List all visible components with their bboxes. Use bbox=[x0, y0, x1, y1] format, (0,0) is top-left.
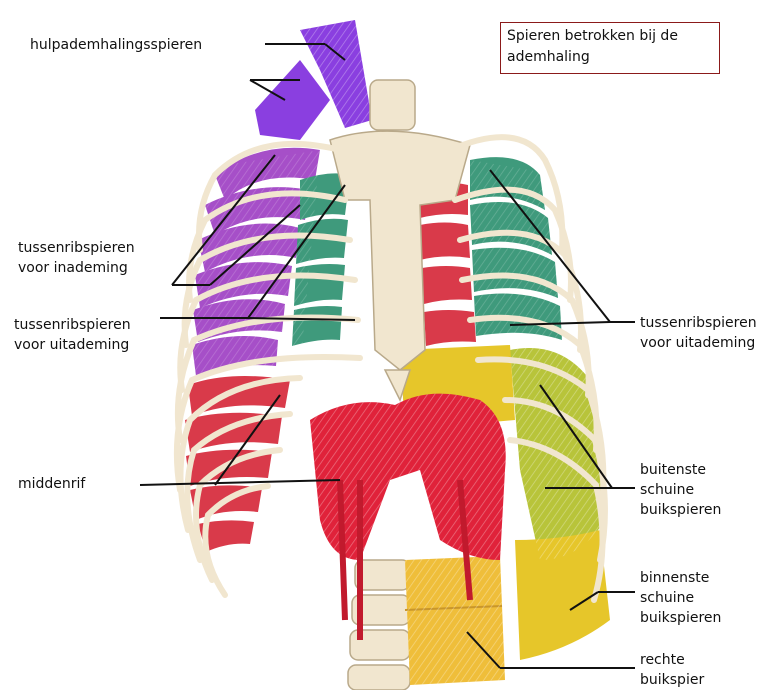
label-line: buikspier bbox=[640, 670, 704, 690]
label-rechte-buikspier: rechte buikspier bbox=[640, 650, 704, 690]
label-hulpademhalingsspieren-text: hulpademhalingsspieren bbox=[30, 35, 202, 55]
label-line: voor uitademing bbox=[640, 333, 757, 353]
label-line: buikspieren bbox=[640, 608, 721, 628]
label-line: voor inademing bbox=[18, 258, 135, 278]
label-middenrif-text: middenrif bbox=[18, 474, 85, 494]
label-line: schuine bbox=[640, 480, 721, 500]
title-line-1: Spieren betrokken bij de bbox=[507, 28, 678, 44]
label-line: tussenribspieren bbox=[18, 238, 135, 258]
label-line: buitenste bbox=[640, 460, 721, 480]
label-tussenrib-inademing: tussenribspieren voor inademing bbox=[18, 238, 135, 278]
label-line: voor uitademing bbox=[14, 335, 131, 355]
diagram-title: Spieren betrokken bij de ademhaling bbox=[500, 22, 720, 74]
label-line: rechte bbox=[640, 650, 704, 670]
label-binnenste-schuine-buikspieren: binnenste schuine buikspieren bbox=[640, 568, 721, 628]
label-line: buikspieren bbox=[640, 500, 721, 520]
label-tussenrib-uitademing-right: tussenribspieren voor uitademing bbox=[640, 313, 757, 353]
label-middenrif: middenrif bbox=[18, 474, 85, 494]
label-hulpademhalingsspieren: hulpademhalingsspieren bbox=[30, 35, 202, 55]
label-line: binnenste bbox=[640, 568, 721, 588]
label-tussenrib-uitademing-left: tussenribspieren voor uitademing bbox=[14, 315, 131, 355]
label-buitenste-schuine-buikspieren: buitenste schuine buikspieren bbox=[640, 460, 721, 520]
title-line-2: ademhaling bbox=[507, 49, 590, 65]
label-line: schuine bbox=[640, 588, 721, 608]
label-line: tussenribspieren bbox=[14, 315, 131, 335]
label-line: tussenribspieren bbox=[640, 313, 757, 333]
